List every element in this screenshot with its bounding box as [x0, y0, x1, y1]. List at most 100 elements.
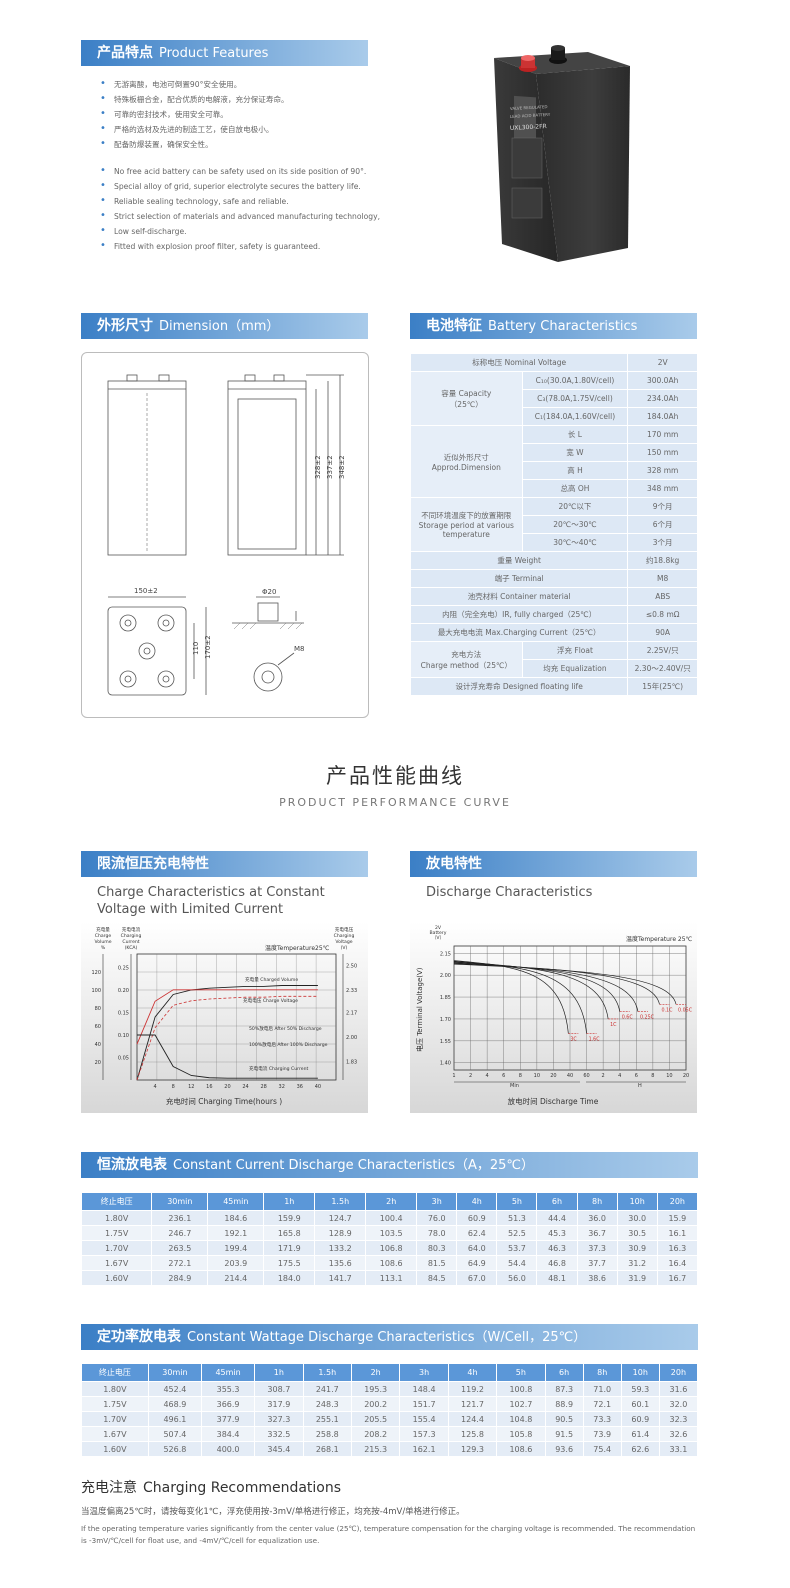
charge-y1tick: 100 — [91, 988, 101, 994]
charge-chart-header: 限流恒压充电特性 — [81, 851, 368, 877]
discharge-xtick: 4 — [486, 1073, 489, 1079]
dim-label-m: M8 — [294, 645, 305, 653]
charge-chart: 充电量 Charge Volume % 充电电流 Charging Curren… — [81, 922, 368, 1113]
spec-equalization: 均充 Equalization — [521, 659, 629, 678]
charge-legend-current: 充电电流 Charging Current — [249, 1065, 309, 1072]
discharge-curve-label: 0.05C — [678, 1007, 693, 1013]
cw-cell: 308.7 — [254, 1381, 304, 1397]
cw-col-header: 45min — [200, 1363, 256, 1382]
charge-y1tick: 20 — [95, 1060, 101, 1066]
charge-temp-label: 温度Temperature25℃ — [265, 944, 330, 952]
dimension-header-en: Dimension（mm） — [159, 319, 280, 334]
cc-cell: 272.1 — [151, 1255, 209, 1271]
charge-y1tick: 120 — [91, 970, 101, 976]
cc-col-header: 1.5h — [314, 1192, 367, 1211]
charge-y3-title-1: Charging — [334, 933, 355, 939]
spec-dim-h: 高 H — [521, 461, 629, 480]
cw-cell: 60.9 — [620, 1411, 660, 1427]
spec-dimension-label-en: Approd.Dimension — [431, 462, 501, 472]
charge-xtick: 20 — [224, 1084, 230, 1090]
cc-cell: 199.4 — [207, 1240, 265, 1256]
discharge-curve-label: 1.6C — [589, 1037, 601, 1043]
charge-legend-50: 50%放电后 After 50% Discharge — [249, 1025, 322, 1032]
charge-xtick: 12 — [188, 1084, 194, 1090]
cc-col-header: 1h — [263, 1192, 316, 1211]
discharge-chart-header: 放电特性 — [410, 851, 697, 877]
discharge-xtick: 8 — [651, 1073, 654, 1079]
cw-cell: 157.3 — [399, 1426, 449, 1442]
spec-dim-w: 宽 W — [521, 443, 629, 462]
cw-cell: 208.2 — [350, 1426, 401, 1442]
cw-cell: 88.9 — [544, 1396, 584, 1412]
charge-legend-volume: 充电量 Charged Volume — [245, 976, 298, 983]
cc-cell: 159.9 — [263, 1210, 316, 1226]
recommend-text-cn: 当温度偏离25℃时，请按每变化1℃，浮充使用按-3mV/单格进行修正，均充按-4… — [81, 1507, 465, 1517]
charge-xtick: 36 — [297, 1084, 303, 1090]
cw-table-header-en: Constant Wattage Discharge Characteristi… — [187, 1330, 587, 1345]
discharge-curve — [453, 963, 677, 1005]
cc-cell: 76.0 — [416, 1210, 458, 1226]
cc-cell: 31.2 — [616, 1255, 658, 1271]
cc-cell: 31.9 — [616, 1270, 658, 1286]
charge-xtick: 4 — [153, 1084, 156, 1090]
charge-xlabel: 充电时间 Charging Time(hours ) — [166, 1096, 282, 1106]
spec-charge-method-label-cn: 充电方法 — [451, 649, 482, 659]
spec-storage-3-value: 3个月 — [627, 533, 698, 552]
spec-weight-label: 重量 Weight — [409, 551, 629, 570]
cc-cell: 171.9 — [263, 1240, 316, 1256]
charge-y2tick: 0.20 — [118, 988, 129, 994]
cc-cell: 44.4 — [536, 1210, 578, 1226]
cc-cell: 37.7 — [576, 1255, 618, 1271]
spec-storage-3: 30℃～40℃ — [521, 533, 629, 552]
charge-y3tick: 2.17 — [346, 1011, 357, 1017]
cw-cell: 327.3 — [254, 1411, 304, 1427]
discharge-chart: 2V Battery （V） 电压 Terminal Voltage(V) 温度… — [410, 922, 697, 1113]
cw-cell: 496.1 — [147, 1411, 202, 1427]
feature-en-1: No free acid battery can be safety used … — [100, 164, 380, 179]
discharge-curve — [453, 963, 660, 1005]
battery-image: VALVE REGULATED LEAD ACID BATTERY UXL300… — [494, 45, 630, 262]
cw-cell: 1.80V — [81, 1381, 149, 1397]
cw-cell: 32.3 — [658, 1411, 699, 1427]
feature-cn-3: 可靠的密封技术，使用安全可靠。 — [100, 107, 289, 122]
spec-dimension-label-cn: 近似外形尺寸 — [443, 452, 489, 462]
spec-dim-l: 长 L — [521, 425, 629, 444]
spec-terminal-value: M8 — [627, 569, 698, 588]
cw-cell: 1.60V — [81, 1441, 149, 1457]
charge-chart-svg: 充电量 Charge Volume % 充电电流 Charging Curren… — [91, 926, 357, 1106]
discharge-xtick: 2 — [602, 1073, 605, 1079]
cw-cell: 255.1 — [302, 1411, 352, 1427]
charge-y1-title-2: Volume — [94, 939, 111, 945]
cc-col-header: 3h — [416, 1192, 458, 1211]
cw-cell: 526.8 — [147, 1441, 202, 1457]
discharge-chart-subtitle: Discharge Characteristics — [426, 885, 593, 900]
cc-cell: 1.80V — [80, 1210, 153, 1226]
discharge-xtick: 40 — [567, 1073, 573, 1079]
cw-cell: 248.3 — [302, 1396, 352, 1412]
charge-y2-title-0: 充电电流 — [122, 926, 141, 933]
charge-xtick: 40 — [315, 1084, 321, 1090]
charge-legend-100: 100%放电后 After 100% Discharge — [249, 1041, 328, 1048]
cc-cell: 46.8 — [536, 1255, 578, 1271]
charge-y3tick: 2.33 — [346, 988, 357, 994]
cc-col-header: 终止电压 — [80, 1192, 153, 1211]
cc-cell: 16.1 — [656, 1225, 699, 1241]
charge-series-current — [137, 1034, 318, 1079]
cc-cell: 80.3 — [416, 1240, 458, 1256]
dim-label-phi: Φ20 — [262, 588, 276, 596]
cc-cell: 54.4 — [496, 1255, 538, 1271]
cc-cell: 16.4 — [656, 1255, 699, 1271]
spec-float: 浮充 Float — [521, 641, 629, 660]
cw-cell: 33.1 — [658, 1441, 699, 1457]
dim-label-h3: 348±2 — [338, 455, 346, 479]
cc-cell: 1.60V — [80, 1270, 153, 1286]
charge-y1tick: 60 — [95, 1024, 101, 1030]
cc-cell: 38.6 — [576, 1270, 618, 1286]
discharge-xtick: 60 — [583, 1073, 589, 1079]
cw-cell: 215.3 — [350, 1441, 401, 1457]
